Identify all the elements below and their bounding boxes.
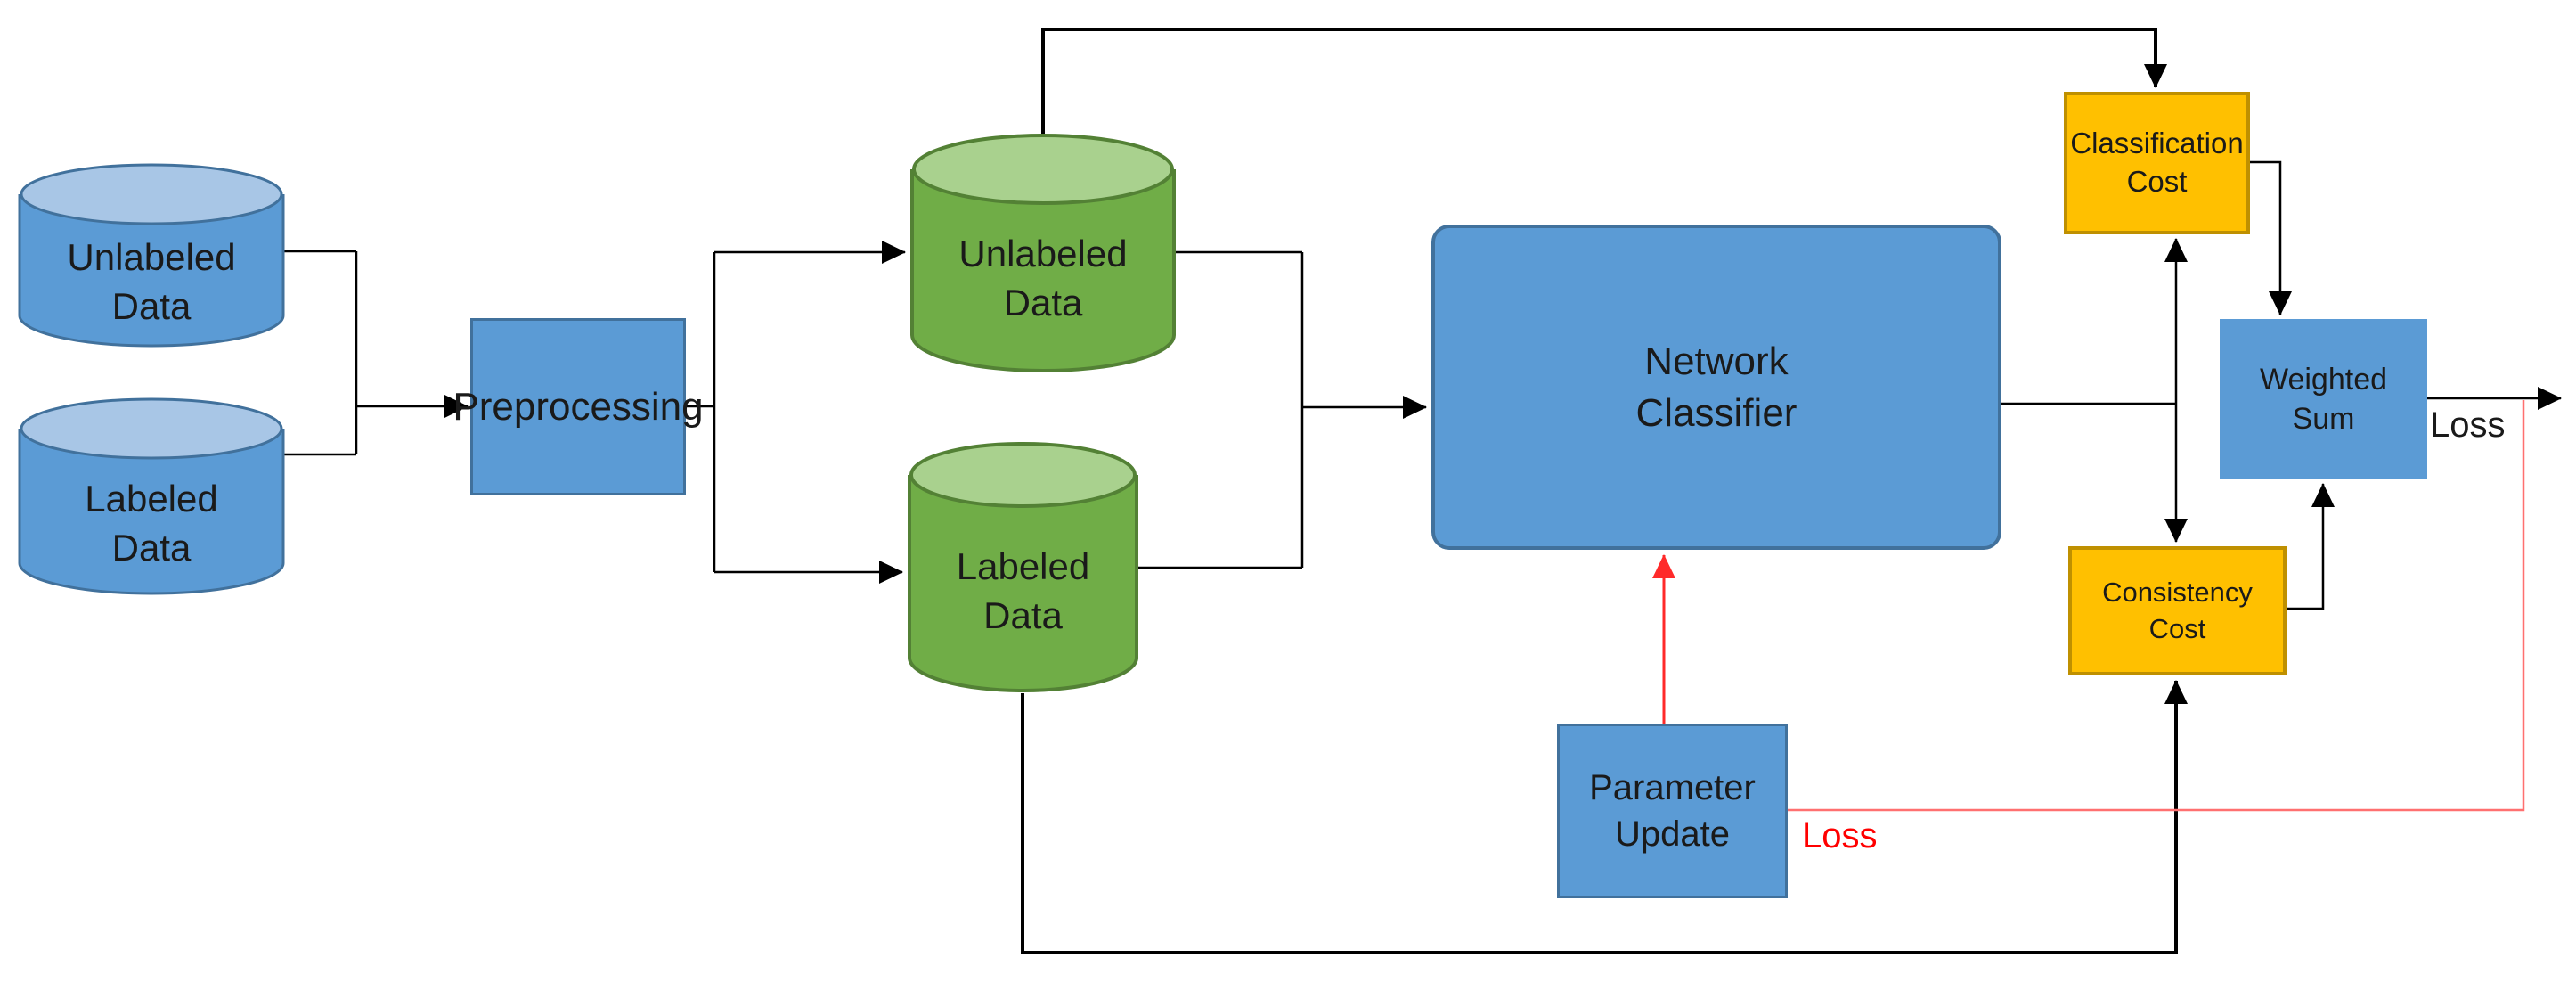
edge-consistency-to-weighted	[2287, 483, 2335, 610]
node-label: Network Classifier	[1635, 340, 1797, 435]
database-icon	[908, 442, 1138, 692]
node-label: Labeled Data	[85, 477, 218, 569]
box-preprocessing: Preprocessing	[452, 318, 704, 495]
box-consistency-cost: Consistency Cost	[2068, 546, 2287, 675]
edge-classification-to-weighted	[2250, 160, 2292, 315]
edge-unlabeled-to-classification-top	[1041, 28, 2167, 134]
node-label: Classification Cost	[2070, 127, 2244, 198]
database-icon	[18, 163, 285, 348]
box-parameter-update: Parameter Update	[1557, 724, 1788, 898]
node-label: Consistency Cost	[2102, 577, 2253, 644]
node-label: Labeled Data	[956, 544, 1090, 636]
box-weighted-sum: Weighted Sum	[2220, 319, 2427, 479]
loss-output-label: Loss	[2430, 405, 2506, 445]
box-network-classifier: Network Classifier	[1431, 225, 2001, 550]
node-label: Parameter Update	[1589, 768, 1756, 854]
box-classification-cost: Classification Cost	[2064, 92, 2250, 234]
cylinder-labeled-data-raw: Labeled Data	[18, 397, 285, 595]
edge-loss-to-parameter-update	[1788, 400, 2525, 812]
loss-feedback-label: Loss	[1802, 816, 1878, 855]
node-label: Preprocessing	[452, 384, 704, 429]
database-icon	[18, 397, 285, 595]
database-icon	[910, 134, 1176, 372]
node-label: Unlabeled Data	[958, 233, 1128, 323]
cylinder-unlabeled-data-raw: Unlabeled Data	[18, 162, 285, 348]
edge-labeled-to-consistency-bottom	[1021, 680, 2188, 954]
node-label: Weighted Sum	[2259, 362, 2388, 436]
cylinder-unlabeled-data-processed: Unlabeled Data	[910, 132, 1176, 372]
cylinder-labeled-data-processed: Labeled Data	[908, 439, 1138, 693]
node-label: Unlabeled Data	[67, 236, 236, 327]
